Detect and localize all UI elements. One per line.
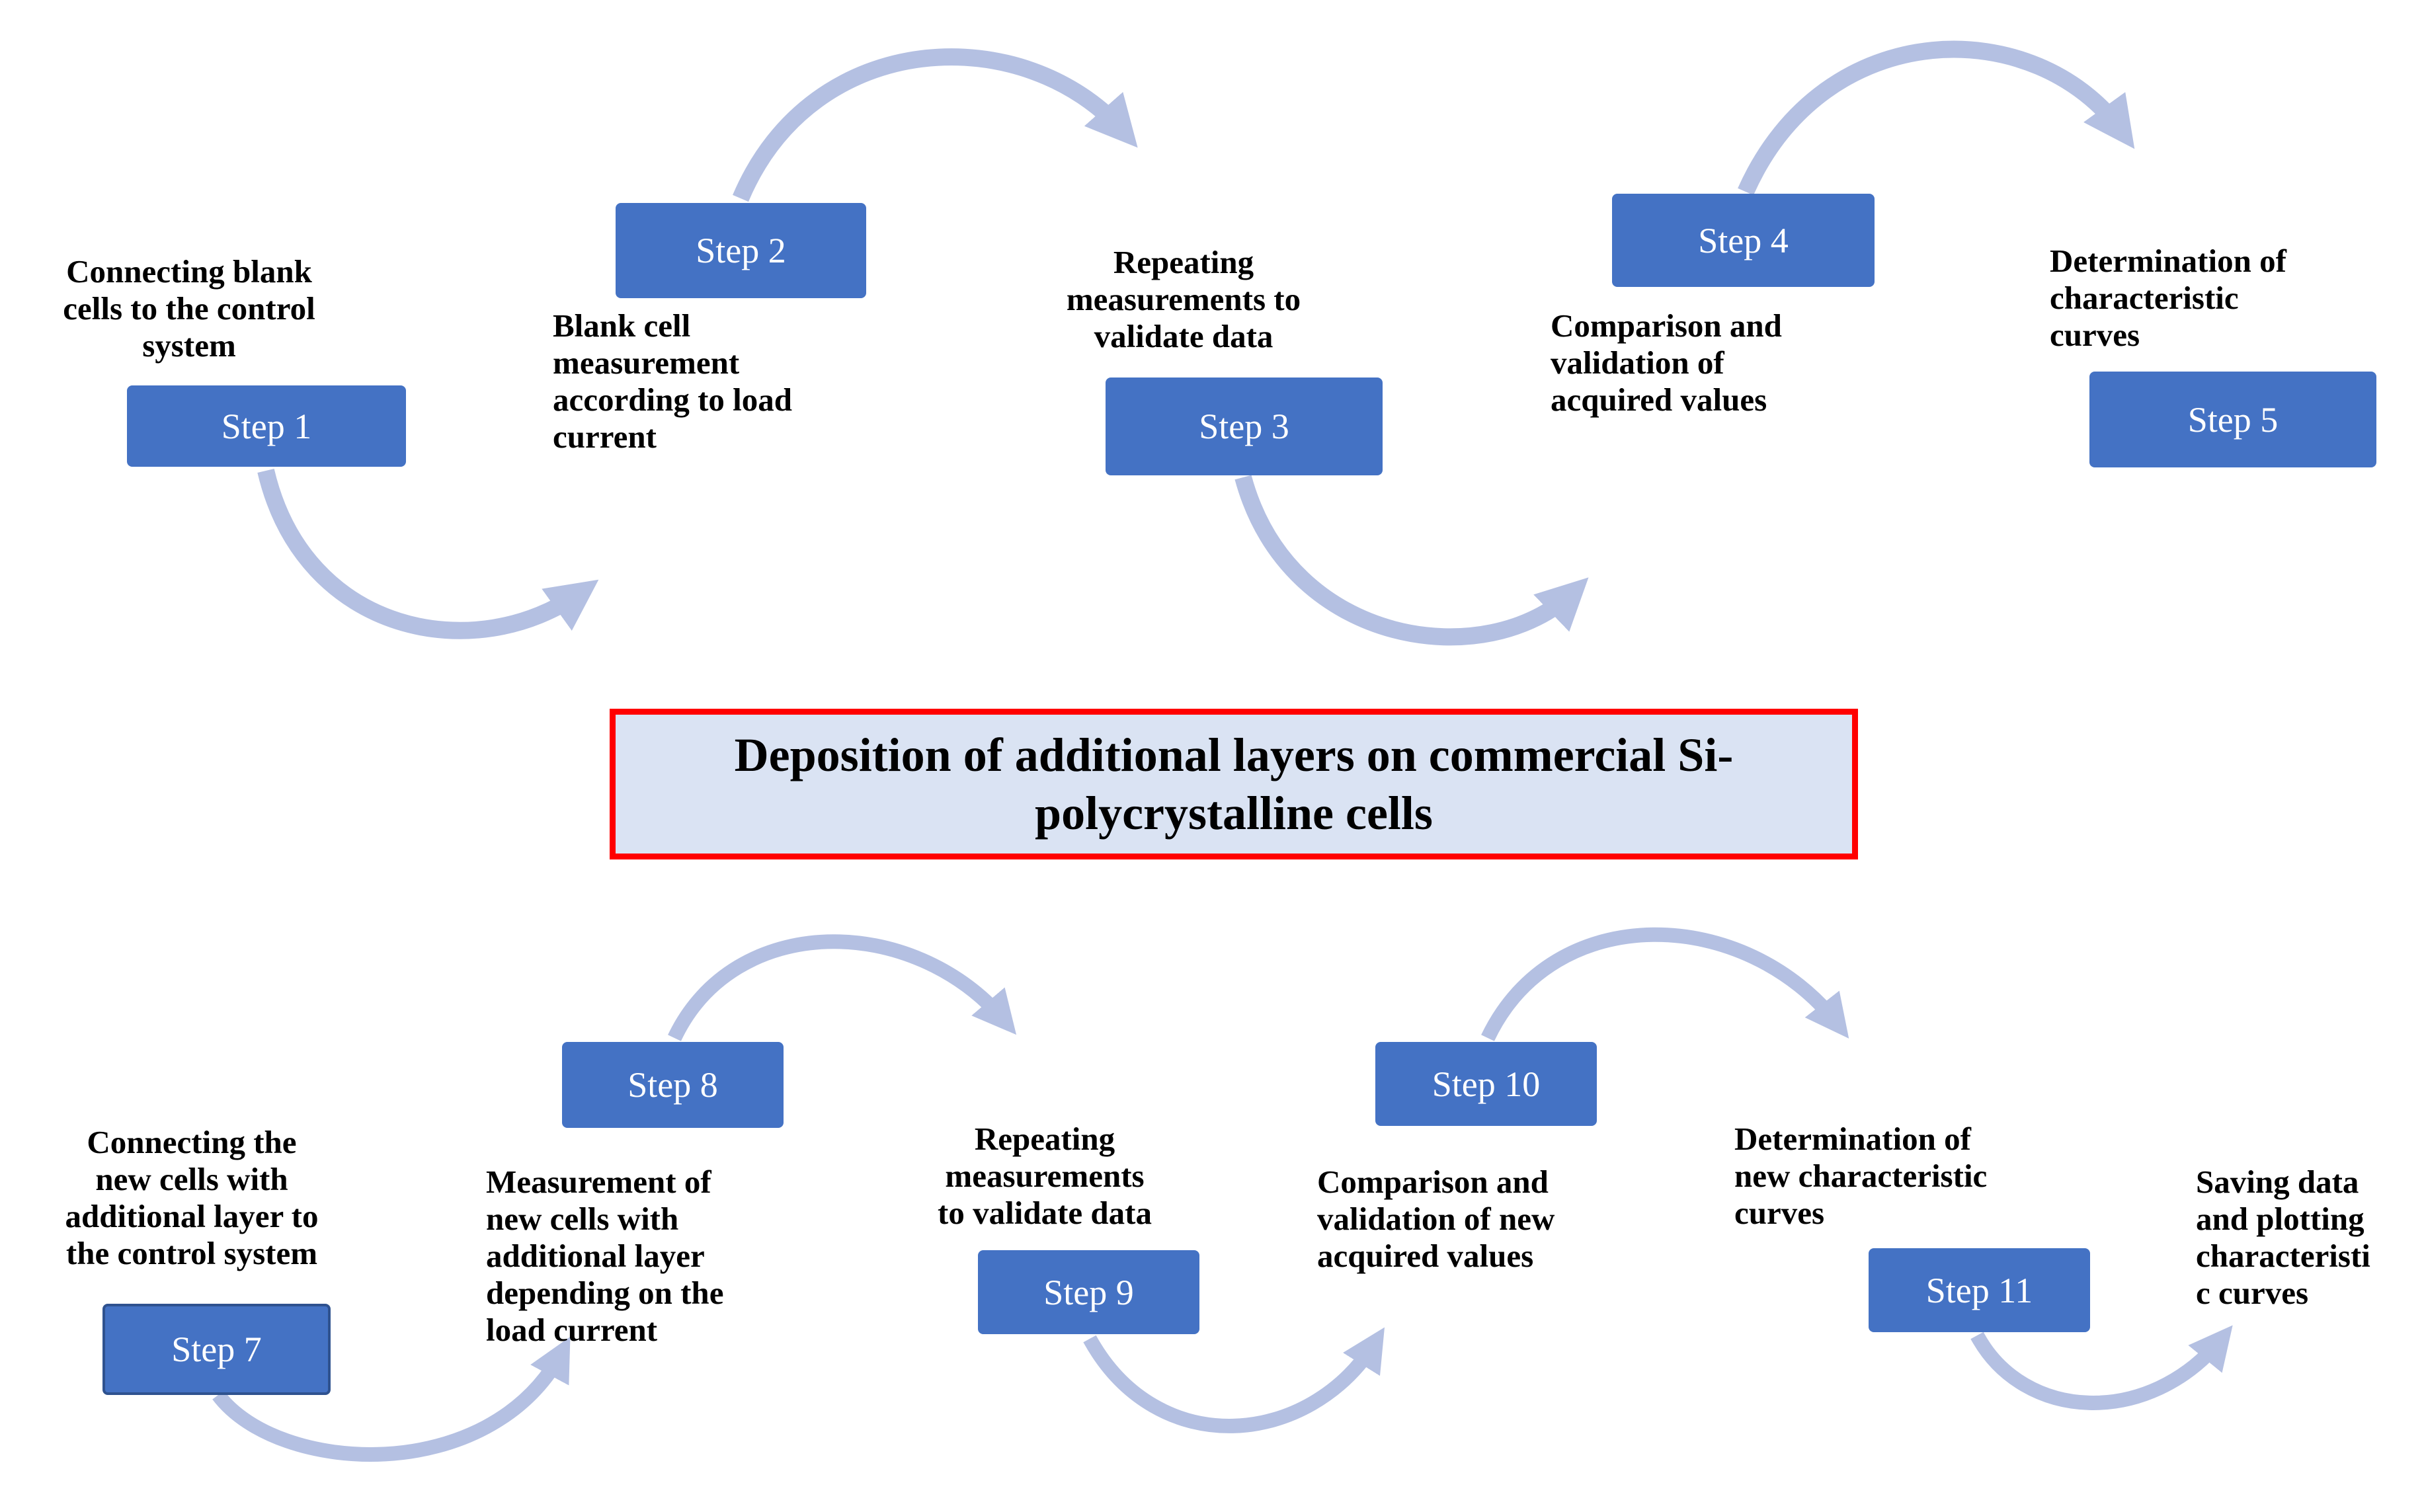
- step-5-label: Step 5: [2187, 399, 2279, 440]
- step-8-label: Step 8: [627, 1065, 718, 1105]
- final-note: Saving data and plotting characteristi c…: [2196, 1164, 2370, 1311]
- step-9-box: Step 9: [978, 1250, 1199, 1334]
- step-3-label: Step 3: [1199, 407, 1289, 446]
- arrow-step11-to-final: [1970, 1325, 2233, 1410]
- arrow-step10-to-step11: [1481, 927, 1849, 1041]
- step-2-description: Blank cell measurement according to load…: [553, 307, 793, 455]
- arrow-step1-to-step2: [257, 469, 599, 639]
- arrow-step2-to-step3: [733, 48, 1138, 202]
- arrow-step3-to-step4: [1234, 475, 1589, 646]
- title-box: Deposition of additional layers on comme…: [610, 709, 1858, 859]
- step-11-box: Step 11: [1869, 1248, 2090, 1332]
- step-2-box: Step 2: [616, 203, 866, 298]
- step-7-description: Connecting the new cells with additional…: [65, 1124, 319, 1271]
- step-4-label: Step 4: [1698, 220, 1789, 260]
- step-1-description: Connecting blank cells to the control sy…: [63, 253, 315, 364]
- step-11-description: Determination of new characteristic curv…: [1734, 1121, 1988, 1231]
- step-8-description: Measurement of new cells with additional…: [486, 1164, 724, 1348]
- step-2-label: Step 2: [696, 231, 786, 270]
- step-7-label: Step 7: [171, 1330, 262, 1369]
- step-9-label: Step 9: [1043, 1272, 1134, 1312]
- step-10-description: Comparison and validation of new acquire…: [1317, 1164, 1555, 1274]
- step-5-box: Step 5: [2089, 372, 2376, 467]
- step-9-description: Repeating measurements to validate data: [938, 1121, 1152, 1231]
- step-4-box: Step 4: [1612, 194, 1875, 287]
- step-4-description: Comparison and validation of acquired va…: [1551, 307, 1782, 418]
- step-11-label: Step 11: [1925, 1270, 2033, 1310]
- step-1-box: Step 1: [127, 385, 406, 467]
- step-10-label: Step 10: [1432, 1064, 1541, 1104]
- step-8-box: Step 8: [562, 1042, 784, 1128]
- step-3-box: Step 3: [1106, 378, 1383, 475]
- step-3-description: Repeating measurements to validate data: [1066, 244, 1301, 354]
- arrow-step4-to-step5: [1738, 40, 2135, 196]
- step-7-box: Step 7: [102, 1304, 331, 1395]
- arrow-step7-to-step8: [212, 1336, 571, 1462]
- arrow-step9-to-step10: [1083, 1327, 1385, 1433]
- arrow-step8-to-step9: [668, 934, 1017, 1041]
- step-10-box: Step 10: [1375, 1042, 1597, 1126]
- step-1-label: Step 1: [221, 406, 312, 446]
- step-5-description: Determination of characteristic curves: [2050, 243, 2286, 353]
- diagram-title: Deposition of additional layers on comme…: [734, 729, 1734, 840]
